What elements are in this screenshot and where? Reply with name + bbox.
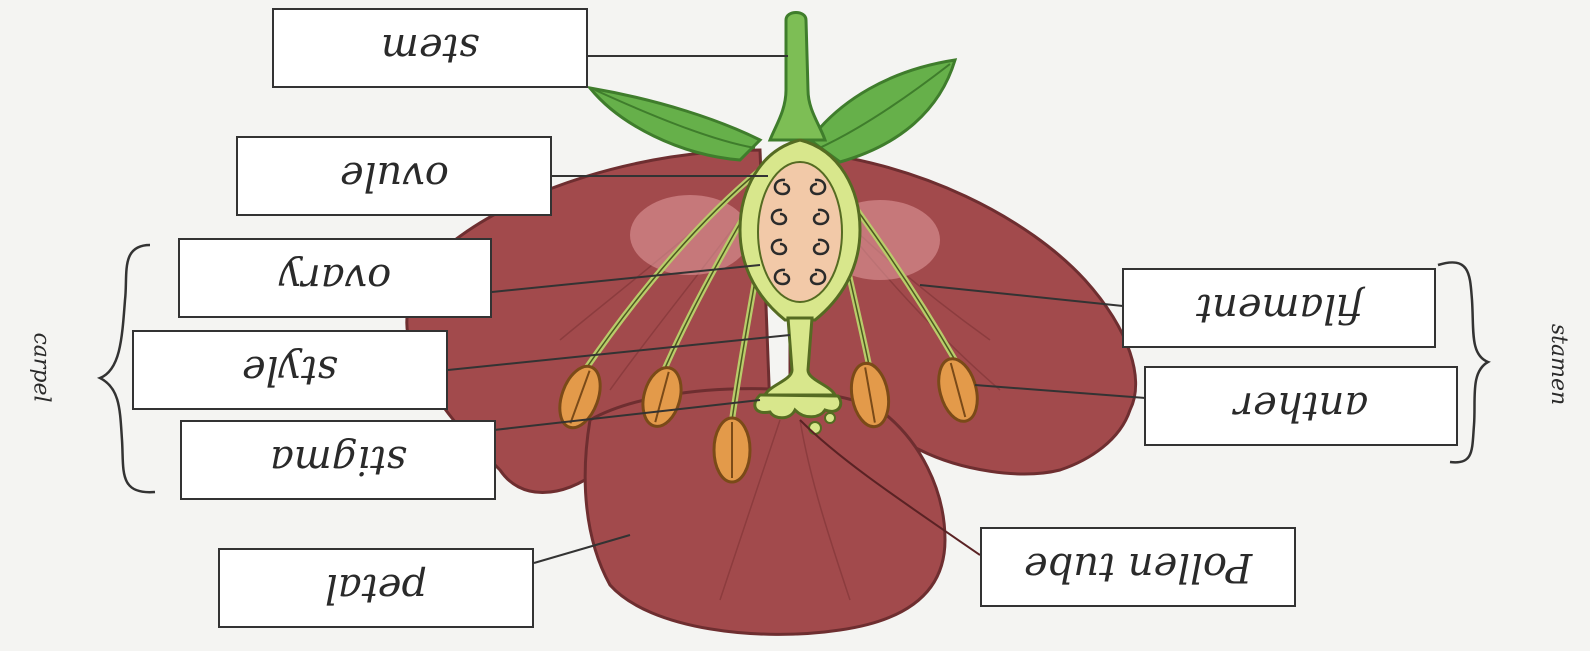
label-ovule: ovule xyxy=(340,153,449,199)
stem-shape xyxy=(770,13,825,141)
label-stem: stem xyxy=(381,25,479,71)
group-label-stamen: stamen xyxy=(1546,324,1571,405)
label-stigma: stigma xyxy=(270,437,407,483)
label-box-ovule: ovule xyxy=(236,136,552,216)
petal-bottom xyxy=(585,389,945,635)
label-petal: petal xyxy=(325,565,427,611)
label-anther: anther xyxy=(1234,383,1368,429)
label-box-stigma: stigma xyxy=(180,420,496,500)
label-pollen-tube: Pollen tube xyxy=(1024,544,1252,590)
leaf-right xyxy=(810,60,955,162)
label-box-ovary: ovary xyxy=(178,238,492,318)
label-box-filament: filament xyxy=(1122,268,1436,348)
leaves xyxy=(590,60,955,162)
label-style: style xyxy=(242,347,338,393)
label-box-petal: petal xyxy=(218,548,534,628)
group-label-carpel: carpel xyxy=(29,332,54,402)
label-box-style: style xyxy=(132,330,448,410)
label-filament: filament xyxy=(1196,285,1363,331)
label-box-anther: anther xyxy=(1144,366,1458,446)
label-box-stem: stem xyxy=(272,8,588,88)
label-ovary: ovary xyxy=(279,255,391,301)
label-box-pollen-tube: Pollen tube xyxy=(980,527,1296,607)
